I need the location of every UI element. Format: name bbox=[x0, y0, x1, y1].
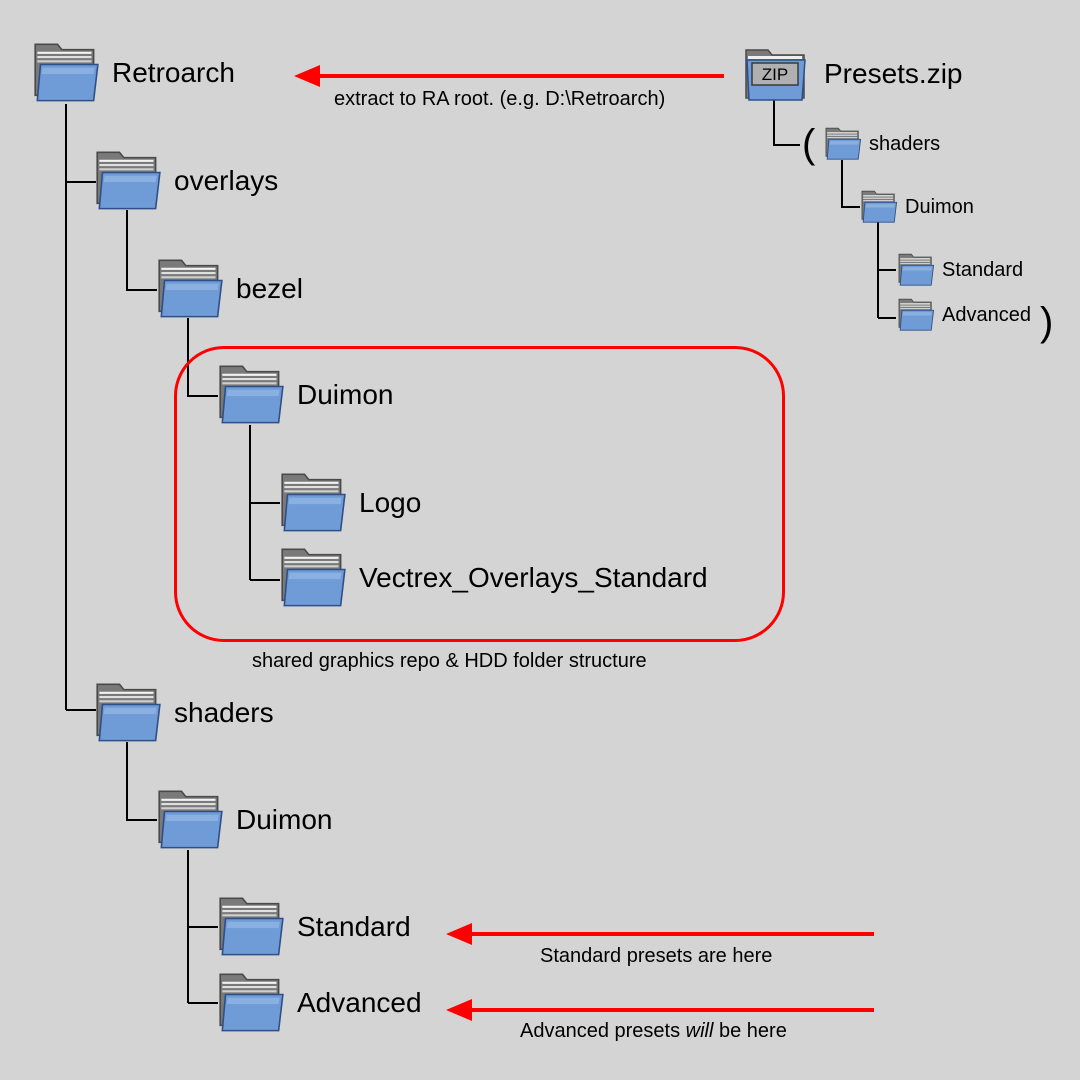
arrow-left-icon bbox=[294, 65, 320, 87]
shared-structure-note: shared graphics repo & HDD folder struct… bbox=[252, 650, 647, 672]
advanced-note-emphasis: will bbox=[685, 1020, 714, 1042]
folder-shaders[interactable]: shaders bbox=[94, 682, 274, 744]
folder-label: shaders bbox=[869, 133, 941, 155]
folder-label: Duimon bbox=[905, 196, 974, 218]
advanced-presets-note: Advanced presets will be here bbox=[520, 1021, 787, 1041]
zip-folder-standard[interactable]: Standard bbox=[896, 253, 1023, 287]
folder-icon bbox=[158, 790, 223, 849]
folder-icon bbox=[825, 127, 862, 160]
advanced-note-post: be here bbox=[713, 1020, 787, 1042]
folder-label: Advanced bbox=[942, 304, 1031, 326]
folder-shaders-duimon[interactable]: Duimon bbox=[156, 789, 332, 851]
zip-folder-advanced[interactable]: Advanced bbox=[896, 298, 1031, 332]
open-paren: ( bbox=[802, 122, 816, 166]
folder-label: Duimon bbox=[297, 379, 394, 410]
extract-note: extract to RA root. (e.g. D:\Retroarch) bbox=[334, 88, 666, 110]
folder-bezel[interactable]: bezel bbox=[156, 258, 303, 320]
folder-icon bbox=[281, 548, 346, 607]
folder-icon bbox=[219, 897, 284, 956]
folder-label: Advanced bbox=[297, 987, 422, 1018]
folder-label: Vectrex_Overlays_Standard bbox=[359, 562, 708, 593]
folder-label: bezel bbox=[236, 273, 303, 304]
zip-archive-icon: ZIP bbox=[745, 49, 806, 101]
folder-icon bbox=[219, 973, 284, 1032]
folder-icon bbox=[96, 683, 161, 742]
folder-vectrex-overlays-standard[interactable]: Vectrex_Overlays_Standard bbox=[279, 547, 708, 609]
folder-icon bbox=[96, 151, 161, 210]
shared-structure-callout bbox=[174, 346, 785, 642]
standard-presets-note: Standard presets are here bbox=[540, 945, 773, 967]
folder-overlays[interactable]: overlays bbox=[94, 150, 278, 212]
arrow-left-icon bbox=[446, 999, 472, 1021]
presets-zip-file[interactable]: ZIP Presets.zip bbox=[744, 46, 963, 102]
folder-label: overlays bbox=[174, 165, 279, 196]
folder-icon bbox=[898, 253, 935, 286]
folder-label: Duimon bbox=[236, 804, 333, 835]
folder-label: Standard bbox=[297, 911, 411, 942]
zip-folder-shaders[interactable]: shaders bbox=[823, 127, 940, 161]
folder-icon bbox=[219, 365, 284, 424]
folder-label: Standard bbox=[942, 259, 1024, 281]
arrow-left-icon bbox=[446, 923, 472, 945]
zip-label: Presets.zip bbox=[824, 58, 963, 89]
folder-icon bbox=[158, 259, 223, 318]
folder-icon bbox=[281, 473, 346, 532]
zip-folder-duimon[interactable]: Duimon bbox=[859, 190, 974, 224]
folder-icon bbox=[861, 190, 898, 223]
zip-badge: ZIP bbox=[762, 65, 788, 84]
folder-icon bbox=[34, 43, 99, 102]
folder-standard[interactable]: Standard bbox=[217, 896, 411, 958]
folder-bezel-duimon[interactable]: Duimon bbox=[217, 364, 393, 426]
folder-logo[interactable]: Logo bbox=[279, 472, 421, 534]
advanced-note-pre: Advanced presets bbox=[520, 1020, 686, 1042]
folder-label: shaders bbox=[174, 697, 274, 728]
folder-icon bbox=[898, 298, 935, 331]
folder-label: Retroarch bbox=[112, 57, 235, 88]
folder-advanced[interactable]: Advanced bbox=[217, 972, 422, 1034]
close-paren: ) bbox=[1040, 300, 1054, 344]
folder-label: Logo bbox=[359, 487, 422, 518]
folder-retroarch[interactable]: Retroarch bbox=[32, 42, 235, 104]
